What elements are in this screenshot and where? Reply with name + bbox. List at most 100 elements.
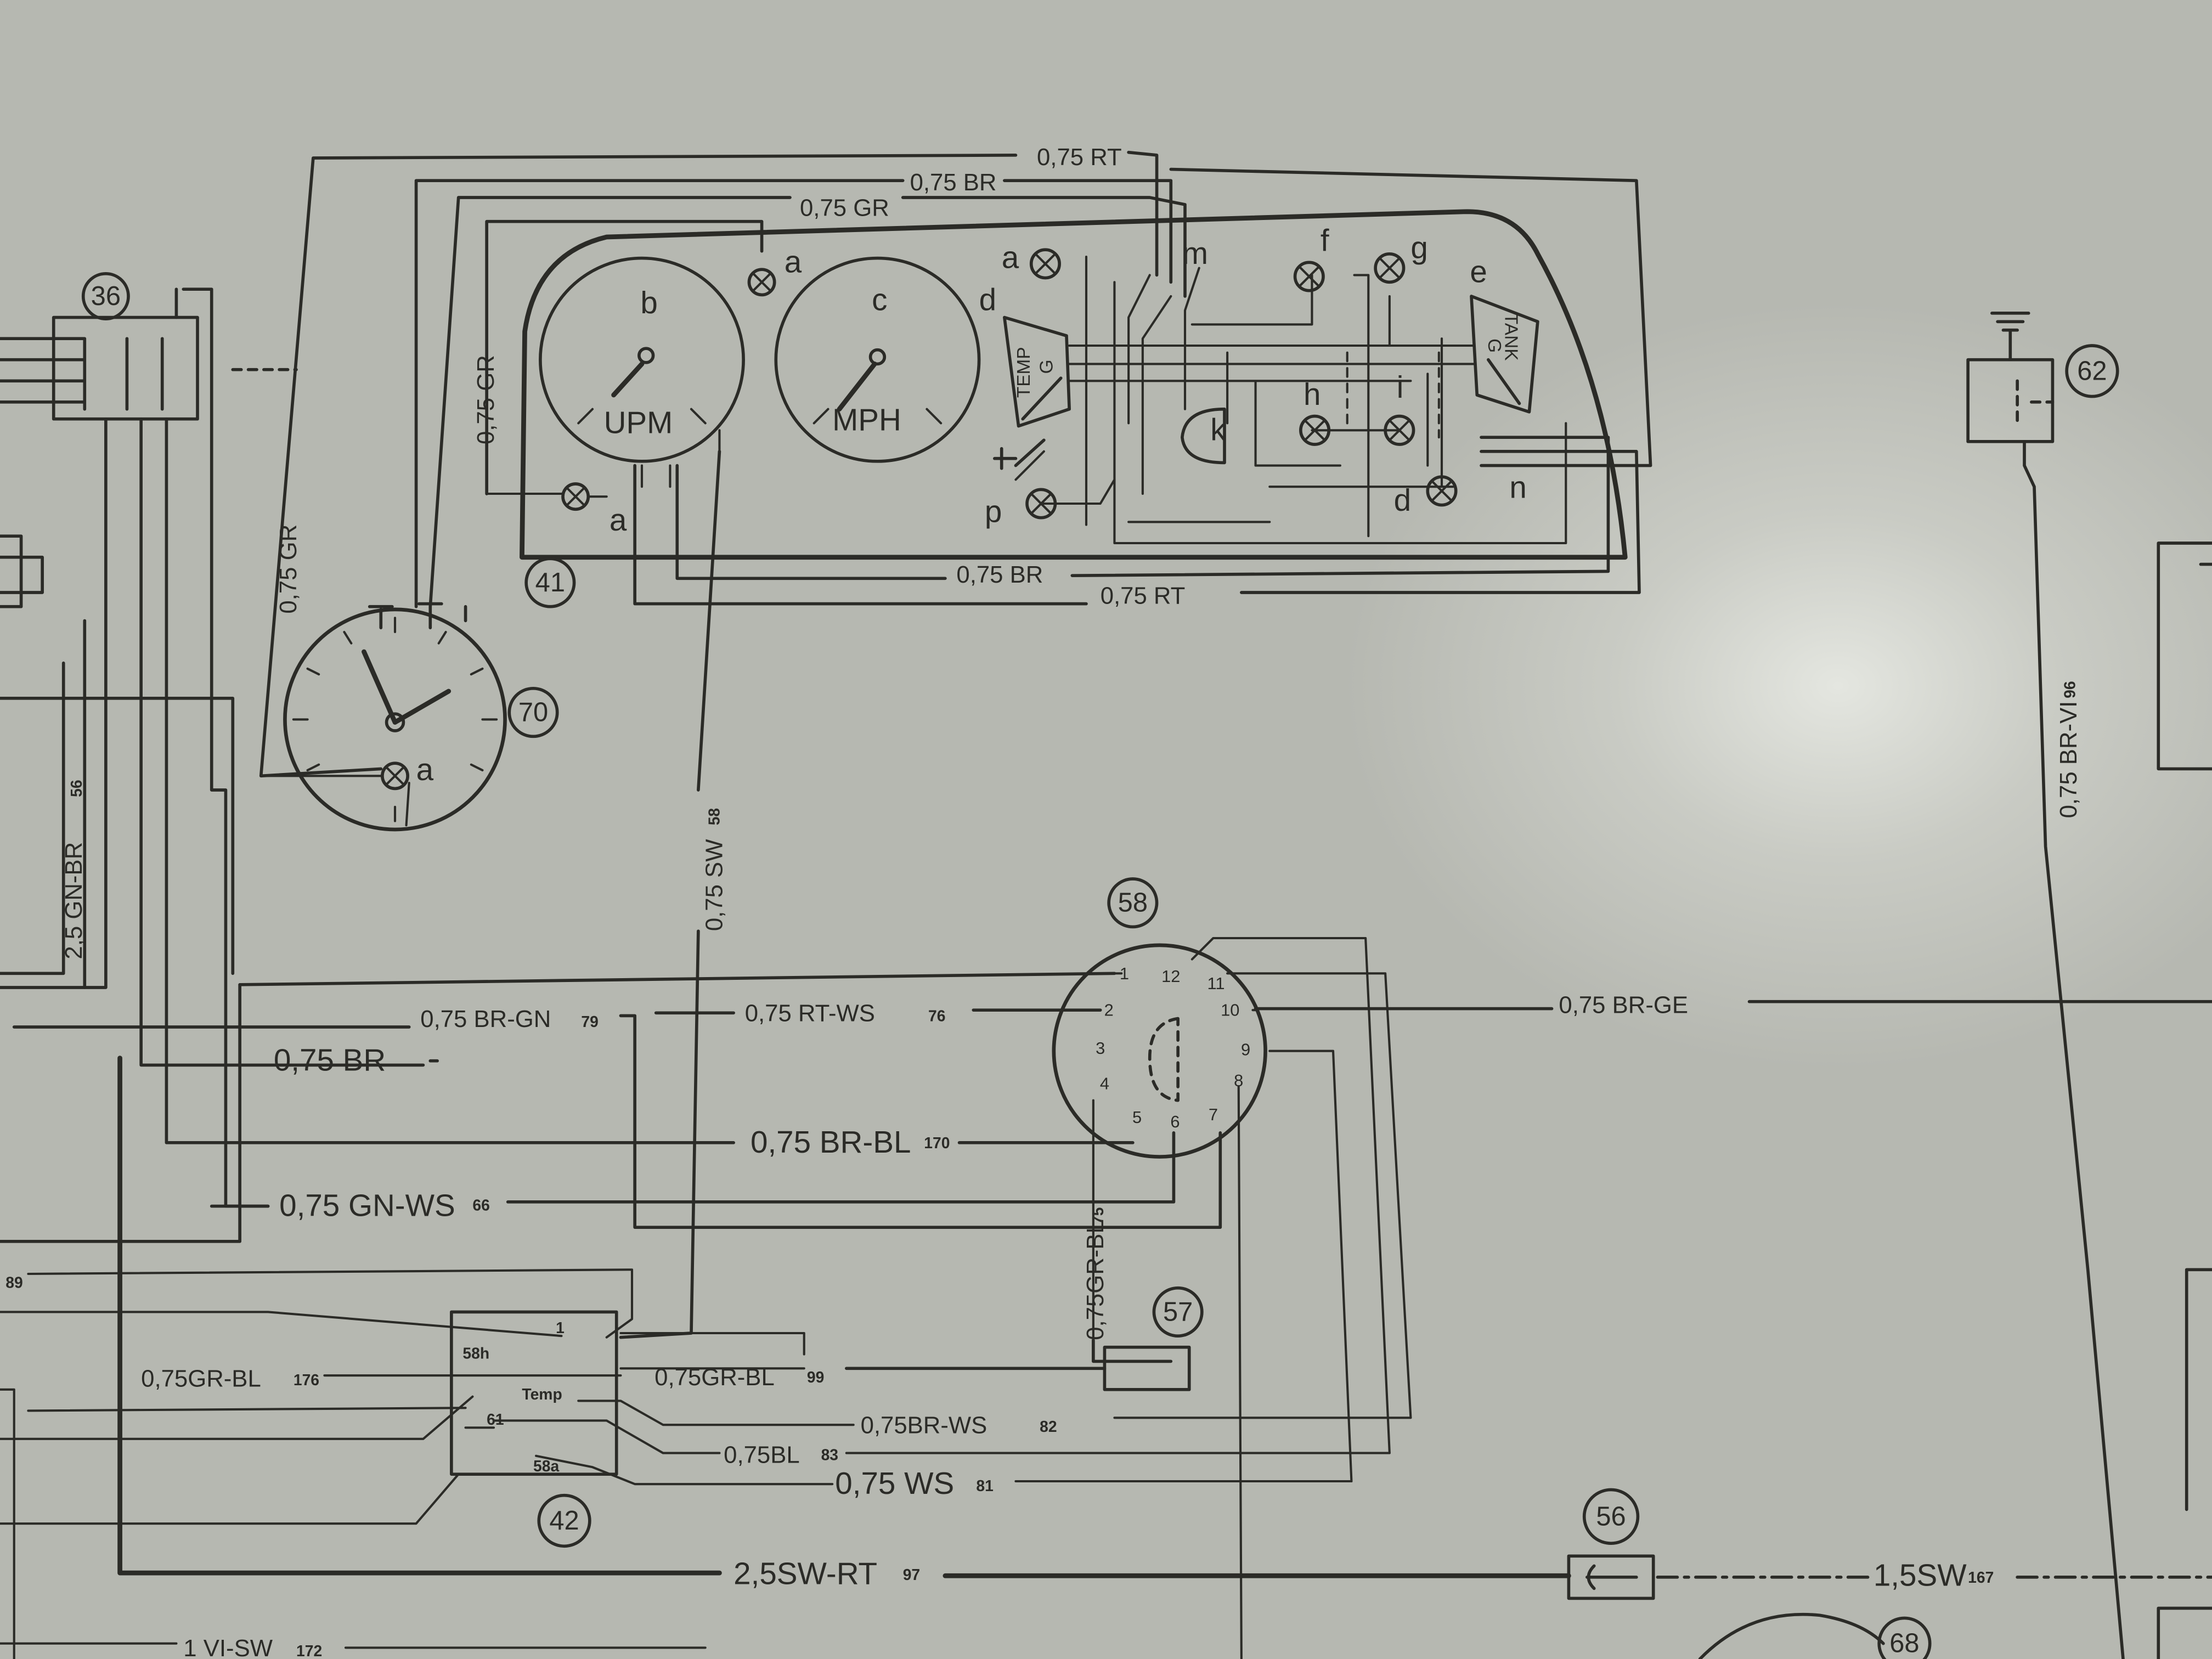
connector-58-pin: 2 — [1104, 1001, 1114, 1020]
component-36-number: 36 — [91, 281, 121, 311]
clock-70: a 70 — [259, 602, 559, 832]
wire-label-br-bl: 0,75 BR-BL — [751, 1125, 911, 1159]
wire-label-vi-sw: 1 VI-SW — [183, 1635, 273, 1659]
lamp-icon — [561, 482, 590, 511]
speedometer-gauge: c MPH — [774, 256, 981, 463]
wire-number-sw-15: 167 — [1968, 1568, 1994, 1586]
wire-label-gr-bl-left: 0,75GR-BL — [141, 1365, 261, 1392]
connector-58-pin: 1 — [1120, 964, 1129, 983]
wire-number-vi-sw: 172 — [296, 1642, 322, 1659]
wire-number-br-bl: 170 — [924, 1134, 950, 1152]
connector-58-pin: 4 — [1100, 1074, 1109, 1093]
wire-label-br-gn: 0,75 BR-GN — [420, 1006, 551, 1032]
cluster-letter: n — [1509, 470, 1526, 505]
fuel-gauge-g: G — [1484, 338, 1504, 353]
wire-number-br-vi: 96 — [2061, 681, 2079, 698]
temperature-gauge: TEMP G — [1003, 315, 1071, 428]
component-57: 57 — [845, 1286, 1204, 1391]
lamp-icon — [1293, 261, 1325, 292]
connector-58-pin: 6 — [1170, 1112, 1180, 1131]
wire-label-top-gr: 0,75 GR — [800, 194, 889, 221]
wire-label-top-rt: 0,75 RT — [1037, 144, 1122, 171]
cluster-letter: h — [1304, 377, 1321, 411]
component-41-number: 41 — [535, 568, 565, 597]
rev-counter-gauge: b UPM — [539, 256, 745, 463]
component-57-number: 57 — [1163, 1297, 1193, 1327]
wire-label-bottom-br: 0,75 BR — [956, 561, 1043, 588]
connector-58-pin: 8 — [1234, 1071, 1243, 1090]
connector-58-pin: 12 — [1161, 967, 1180, 986]
temperature-gauge-g: G — [1036, 359, 1057, 374]
lamp-icon — [1374, 252, 1406, 284]
cluster-letter: a — [785, 244, 802, 279]
wire-label-br-ge: 0,75 BR-GE — [1559, 991, 1688, 1018]
wire-label-ws: 0,75 WS — [835, 1466, 954, 1500]
cluster-letter: a — [610, 503, 627, 537]
rev-counter-label: UPM — [604, 405, 673, 439]
clock-letter-a: a — [416, 752, 434, 787]
relay-42: 1 58h Temp 61 58a 42 89 0,75GR-BL 176 0,… — [0, 1268, 1057, 1659]
wire-label-bl: 0,75BL — [724, 1442, 800, 1469]
wire-number-gr-bl-right: 99 — [807, 1368, 824, 1386]
wire-label-side-gr-outer: 0,75 GR — [275, 524, 302, 614]
fuel-gauge: TANK G — [1470, 295, 1539, 414]
wire-label-gn-ws: 0,75 GN-WS — [279, 1188, 455, 1223]
cluster-letter: d — [1394, 483, 1411, 517]
connector-58: 1 2 3 4 5 6 7 8 9 10 11 12 58 0,75GR-BL … — [845, 877, 1412, 1659]
speedometer-letter: c — [872, 283, 887, 317]
cluster-letter: k — [1210, 412, 1226, 447]
wire-number-gr-bl-left: 176 — [294, 1371, 319, 1389]
cluster-letter: p — [985, 494, 1002, 528]
wire-label-gn-br: 2,5 GN-BR — [60, 842, 87, 960]
wire-number-sw-vertical: 58 — [705, 808, 723, 825]
temperature-gauge-label: TEMP — [1014, 347, 1034, 398]
wire-number-gn-br: 56 — [67, 780, 85, 797]
speedometer-label: MPH — [832, 402, 901, 437]
wire-label-side-gr-inner: 0,75 GR — [472, 355, 499, 444]
lamp-icon — [1025, 488, 1057, 520]
wire-label-br-vi: 0,75 BR-VI — [2055, 701, 2082, 819]
wire-number-gr-bl-vertical: 75 — [1089, 1207, 1107, 1224]
connector-58-pin: 5 — [1132, 1108, 1142, 1127]
component-62-number: 62 — [2077, 356, 2107, 386]
lamp-icon — [747, 268, 776, 297]
component-62: 62 0,75 BR-VI 96 — [1966, 312, 2212, 1659]
cluster-letter: i — [1397, 370, 1404, 404]
fuel-gauge-label: TANK — [1501, 313, 1521, 361]
wire-number-br-ws: 82 — [1040, 1418, 1057, 1435]
component-58-number: 58 — [1118, 888, 1148, 918]
connector-58-pin: 7 — [1209, 1105, 1218, 1124]
wire-number-br-gn: 79 — [581, 1013, 598, 1030]
rev-counter-letter: b — [640, 285, 657, 320]
relay-42-terminal: Temp — [522, 1385, 562, 1403]
connector-58-pin: 11 — [1207, 974, 1225, 993]
wire-label-gr-bl-vertical: 0,75GR-BL — [1082, 1220, 1109, 1340]
component-42-number: 42 — [549, 1506, 579, 1536]
component-36: 36 — [0, 272, 735, 1208]
relay-42-terminal: 58a — [533, 1457, 559, 1475]
lamp-icon — [1426, 475, 1458, 507]
wire-number-sw-rt: 97 — [903, 1566, 920, 1583]
wire-label-sw-vertical: 0,75 SW — [701, 839, 728, 931]
wire-label-top-br: 0,75 BR — [910, 169, 997, 196]
bottom-wires: 2,5SW-RT 97 1 VI-SW 172 56 1,5SW 167 68 — [0, 1056, 2212, 1659]
wire-number-gn-ws: 66 — [472, 1196, 489, 1214]
wire-label-bottom-rt: 0,75 RT — [1101, 583, 1186, 610]
component-68-number: 68 — [1889, 1629, 1919, 1658]
lamp-icon — [1299, 414, 1331, 446]
connector-58-pin: 3 — [1096, 1039, 1105, 1058]
wire-number-rt-ws: 76 — [928, 1007, 945, 1025]
wire-label-br-ws: 0,75BR-WS — [861, 1412, 988, 1439]
wire-number-89: 89 — [5, 1274, 22, 1291]
instrument-cluster-41: b UPM c MPH TEMP G TANK G — [486, 209, 1628, 608]
wire-label-gr-bl-right: 0,75GR-BL — [654, 1364, 775, 1391]
wire-label-br-left: 0,75 BR — [274, 1043, 386, 1077]
cluster-letter: m — [1182, 236, 1208, 270]
wire-label-rt-ws: 0,75 RT-WS — [745, 1000, 875, 1027]
connector-58-pin: 9 — [1241, 1040, 1250, 1059]
wire-label-sw-rt: 2,5SW-RT — [733, 1556, 877, 1591]
cluster-letter: f — [1321, 223, 1329, 258]
cluster-letter: e — [1470, 254, 1487, 289]
relay-42-terminal: 58h — [462, 1344, 489, 1362]
